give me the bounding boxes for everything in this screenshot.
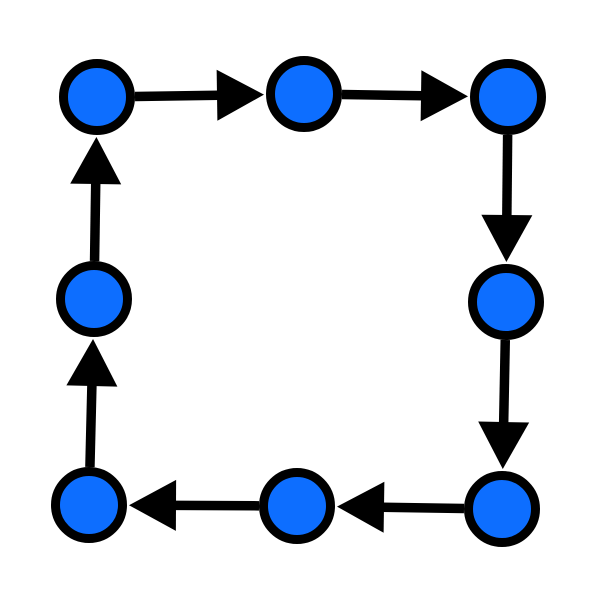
arrowhead-icon: [216, 69, 265, 121]
edge-right-middle-to-bottom-right: [478, 339, 530, 470]
edge-shaft: [502, 134, 513, 218]
graph-node-top-right: [470, 59, 546, 135]
arrowhead-icon: [66, 338, 118, 387]
edge-top-left-to-top-middle: [134, 69, 265, 121]
edge-shaft: [341, 89, 424, 101]
edge-bottom-middle-to-bottom-left: [128, 479, 260, 531]
edge-shaft: [381, 502, 465, 514]
graph-node-bottom-right: [464, 471, 540, 547]
edge-shaft: [498, 339, 511, 425]
nodes-layer: [51, 56, 546, 547]
edge-top-right-to-right-middle: [481, 134, 533, 263]
edge-top-middle-to-top-right: [341, 70, 469, 122]
arrowhead-icon: [336, 481, 385, 533]
graph-node-top-middle: [266, 56, 342, 132]
arrowhead-icon: [420, 70, 469, 122]
edge-left-middle-to-top-left: [70, 136, 122, 262]
arrowhead-icon: [128, 479, 177, 531]
arrowhead-icon: [70, 136, 122, 185]
graph-node-bottom-left: [51, 467, 127, 543]
edge-bottom-right-to-bottom-middle: [336, 481, 465, 533]
graph-node-left-middle: [56, 261, 132, 337]
arrowhead-icon: [481, 214, 533, 263]
graph-node-top-left: [59, 59, 135, 135]
graph-node-right-middle: [468, 264, 544, 340]
edge-bottom-left-to-left-middle: [66, 338, 118, 468]
edge-shaft: [85, 383, 97, 468]
arrowhead-icon: [478, 421, 530, 470]
edge-shaft: [89, 181, 101, 262]
graph-node-bottom-middle: [259, 468, 335, 544]
edge-shaft: [134, 90, 220, 102]
edges-layer: [66, 69, 533, 533]
